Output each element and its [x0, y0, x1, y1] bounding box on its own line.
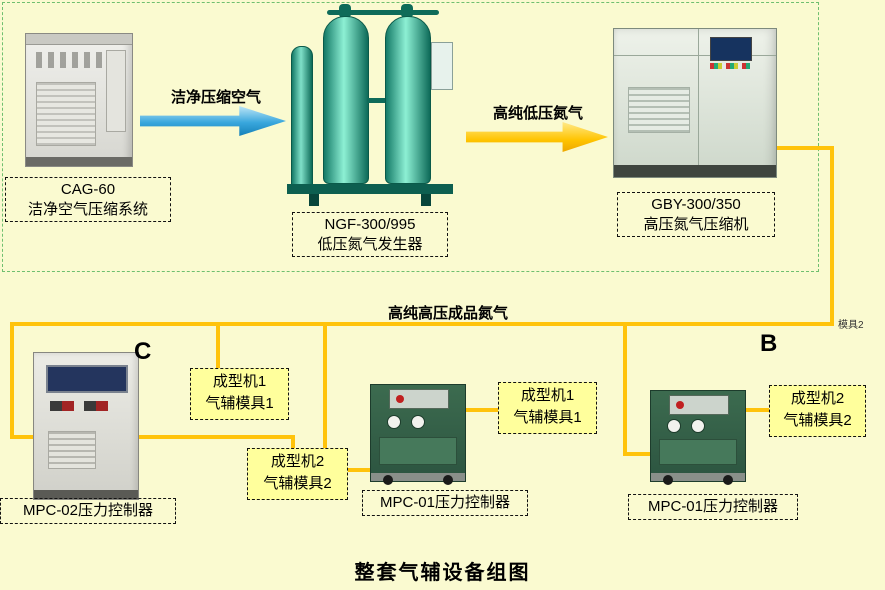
mpc01-right-red-knob — [676, 401, 684, 409]
mold-box-4-line2: 气辅模具2 — [783, 411, 852, 429]
gby-top-seam — [614, 55, 776, 56]
ngf-control-panel — [431, 42, 453, 90]
mpc01-right-gauge-1 — [667, 419, 681, 433]
mpc01-middle-base — [371, 473, 465, 481]
cag-60-name: 洁净空气压缩系统 — [27, 200, 148, 218]
mpc01-middle-head-panel — [389, 389, 449, 409]
pipe-segment-right-branch-vertical — [623, 326, 627, 456]
pipe-segment-into-mpc01-right — [623, 452, 651, 456]
gby-display — [710, 37, 752, 61]
mpc02-buttons — [50, 401, 108, 411]
ngf-valve-cap-right — [401, 4, 413, 18]
low-pressure-n2-arrow-label: 高纯低压氮气 — [492, 105, 583, 122]
mpc01-right-wheel-left — [663, 475, 673, 485]
mpc01-right-controller-illustration — [650, 390, 746, 485]
mpc01-middle-name-tag: MPC-01压力控制器 — [362, 490, 528, 516]
mpc01-right-wheel-right — [723, 475, 733, 485]
mold-box-4-line1: 成型机2 — [790, 390, 845, 407]
mpc01-middle-gauge-1 — [387, 415, 401, 429]
top-flow-region-border — [2, 2, 819, 272]
mpc02-base — [34, 490, 138, 499]
mold-box-2: 成型机2 气辅模具2 — [247, 448, 348, 500]
ngf-model: NGF-300/995 — [324, 216, 416, 233]
ngf-foot-left — [309, 194, 319, 206]
cag-louver-vent — [36, 82, 96, 146]
cag-60-model: CAG-60 — [60, 181, 116, 198]
page-title: 整套气辅设备组图 — [354, 562, 531, 584]
cag-60-name-tag: CAG-60 洁净空气压缩系统 — [5, 177, 171, 222]
pipe-segment-into-mpc02 — [10, 435, 38, 439]
mpc01-right-base — [651, 473, 745, 481]
ngf-generator-illustration — [287, 2, 453, 210]
compressed-air-arrow-label: 洁净压缩空气 — [170, 89, 261, 106]
mold-box-4: 成型机2 气辅模具2 — [769, 385, 866, 437]
pipe-segment-main-horizontal — [10, 322, 834, 326]
mpc01-right-front-panel — [659, 439, 737, 465]
mpc01-middle-controller-illustration — [370, 384, 466, 485]
mpc01-right-gauge-2 — [691, 419, 705, 433]
ngf-base-frame — [287, 184, 453, 194]
gby-model: GBY-300/350 — [651, 196, 741, 213]
cag-top-strip — [26, 34, 132, 45]
mpc01-middle-wheel-right — [443, 475, 453, 485]
gby-compressor-illustration — [613, 28, 777, 178]
mpc02-name-tag: MPC-02压力控制器 — [0, 498, 176, 524]
mpc01-middle-front-panel — [379, 437, 457, 465]
mpc01-middle-red-knob — [396, 395, 404, 403]
ngf-name-tag: NGF-300/995 低压氮气发生器 — [292, 212, 448, 257]
gby-base — [614, 165, 776, 177]
ngf-top-pipe — [327, 10, 439, 15]
ngf-side-column — [291, 46, 313, 188]
corner-note-mold2: 模具2 — [838, 320, 864, 331]
cag-side-panel — [106, 50, 126, 132]
pipe-segment-to-moldbox1 — [216, 326, 220, 368]
mpc01-right-name-tag: MPC-01压力控制器 — [628, 494, 798, 520]
mold-box-3: 成型机1 气辅模具1 — [498, 382, 597, 434]
pipe-segment-mpc01-right-out — [744, 408, 769, 412]
mpc02-controller-illustration — [33, 352, 139, 500]
ngf-cross-pipe — [367, 98, 385, 103]
pipe-segment-gby-out — [770, 146, 834, 150]
gby-name-tag: GBY-300/350 高压氮气压缩机 — [617, 192, 775, 237]
mold-box-1: 成型机1 气辅模具1 — [190, 368, 289, 420]
pipe-segment-left-vertical — [10, 322, 14, 439]
machine-tag-c: C — [134, 338, 152, 365]
mpc02-vent-grille — [48, 431, 96, 469]
machine-tag-b: B — [760, 330, 778, 357]
mpc01-middle-wheel-left — [383, 475, 393, 485]
mold-box-3-line2: 气辅模具1 — [513, 408, 582, 426]
mold-box-2-line1: 成型机2 — [270, 453, 325, 470]
mpc02-display-window — [46, 365, 128, 393]
mold-box-3-line1: 成型机1 — [520, 387, 575, 404]
mold-box-2-line2: 气辅模具2 — [263, 474, 332, 492]
pipe-segment-right-vertical — [830, 146, 834, 326]
mpc01-right-head-panel — [669, 395, 729, 415]
gby-indicator-lights — [710, 63, 750, 69]
gby-vent-grille — [628, 87, 690, 133]
product-n2-line-label: 高纯高压成品氮气 — [388, 305, 509, 322]
cag-base — [26, 157, 132, 166]
mold-box-1-line2: 气辅模具1 — [205, 394, 274, 412]
ngf-name: 低压氮气发生器 — [317, 235, 423, 253]
mold-box-1-line1: 成型机1 — [212, 373, 267, 390]
cag-indicator-row — [36, 52, 110, 68]
cag-60-machine-illustration — [25, 33, 133, 167]
pipe-segment-to-moldbox2 — [291, 439, 295, 449]
mpc01-middle-gauge-2 — [411, 415, 425, 429]
pipe-segment-middle-vertical — [323, 326, 327, 472]
gby-name: 高压氮气压缩机 — [643, 215, 749, 233]
gby-door-seam — [698, 29, 700, 177]
ngf-valve-cap-left — [339, 4, 351, 18]
pipe-segment-mpc01-middle-out — [464, 408, 498, 412]
ngf-foot-right — [421, 194, 431, 206]
ngf-tower-left — [323, 16, 369, 184]
pipe-segment-mpc02-out — [135, 435, 295, 439]
ngf-tower-right — [385, 16, 431, 184]
